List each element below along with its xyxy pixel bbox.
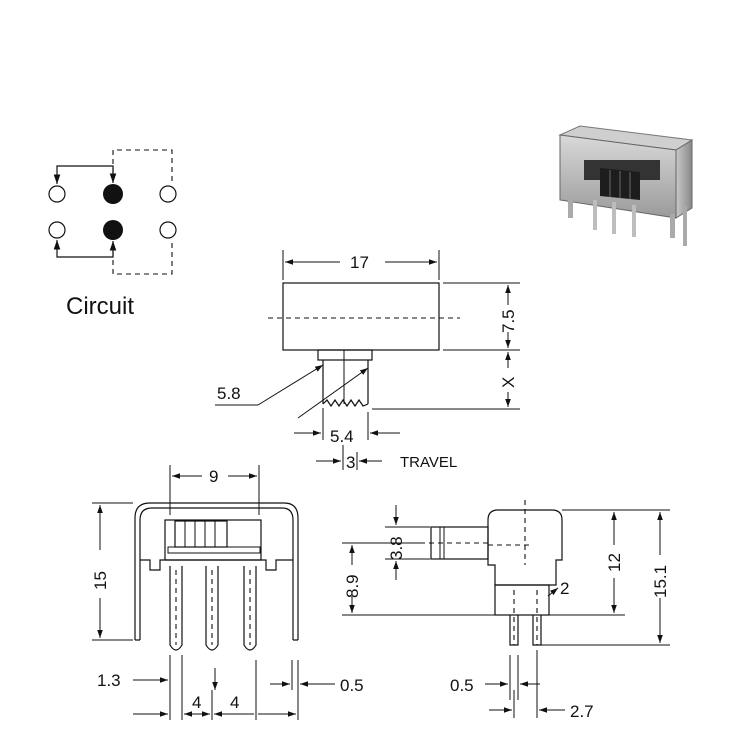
connection-solid-bottom [53, 240, 117, 258]
dim-width-9: 9 [209, 467, 218, 486]
dim-height-12: 12 [605, 553, 624, 572]
side-view: 3.8 8.9 2 12 15.1 0.5 2.7 [342, 500, 670, 721]
product-illustration [558, 125, 694, 246]
connection-dashed [112, 149, 173, 184]
switch-body-front [164, 519, 262, 561]
top-view: 17 7.5 X 5.8 5.4 3 TRAVEL [215, 250, 520, 472]
dim-side-0-5: 0.5 [450, 676, 474, 695]
dim-knob-3-8: 3.8 [387, 536, 406, 560]
dim-height-15-1: 15.1 [651, 565, 670, 598]
dim-body-8-9: 8.9 [343, 574, 362, 598]
dim-height-15: 15 [91, 571, 110, 590]
front-view: 9 15 1.3 4 4 0.5 [91, 465, 364, 720]
switch-body-side [487, 509, 563, 586]
terminal-open-3 [48, 221, 66, 239]
terminal-common-2 [103, 220, 123, 240]
terminal-open-1 [48, 185, 66, 203]
dim-height-7-5: 7.5 [499, 309, 518, 333]
actuator-top [317, 349, 373, 361]
dim-x: X [499, 377, 518, 388]
dim-offset-2: 2 [560, 579, 569, 598]
travel-label: TRAVEL [400, 454, 457, 471]
slider-knob-front [174, 520, 228, 548]
terminal-open-4 [159, 221, 177, 239]
circuit-title: Circuit [66, 293, 134, 320]
dim-width-17: 17 [350, 253, 369, 272]
dim-travel-3: 3 [346, 453, 355, 472]
dim-spacing-2-7: 2.7 [570, 702, 594, 721]
dim-pitch-4-a: 4 [192, 693, 201, 712]
terminal-common-1 [103, 184, 123, 204]
connection-solid-top [53, 165, 117, 184]
terminal-open-2 [159, 185, 177, 203]
circuit-diagram: Circuit [48, 149, 177, 320]
pin-3 [243, 566, 257, 651]
switch-body-top [282, 282, 440, 351]
dim-pin-1-3: 1.3 [97, 671, 121, 690]
pin-2 [205, 566, 219, 651]
pin-1 [169, 566, 183, 651]
dim-pitch-4-b: 4 [230, 693, 239, 712]
dim-thickness-0-5: 0.5 [340, 676, 364, 695]
dim-knob-5-8: 5.8 [217, 384, 241, 403]
frame-bracket [134, 502, 299, 640]
dim-knob-5-4: 5.4 [330, 427, 354, 446]
